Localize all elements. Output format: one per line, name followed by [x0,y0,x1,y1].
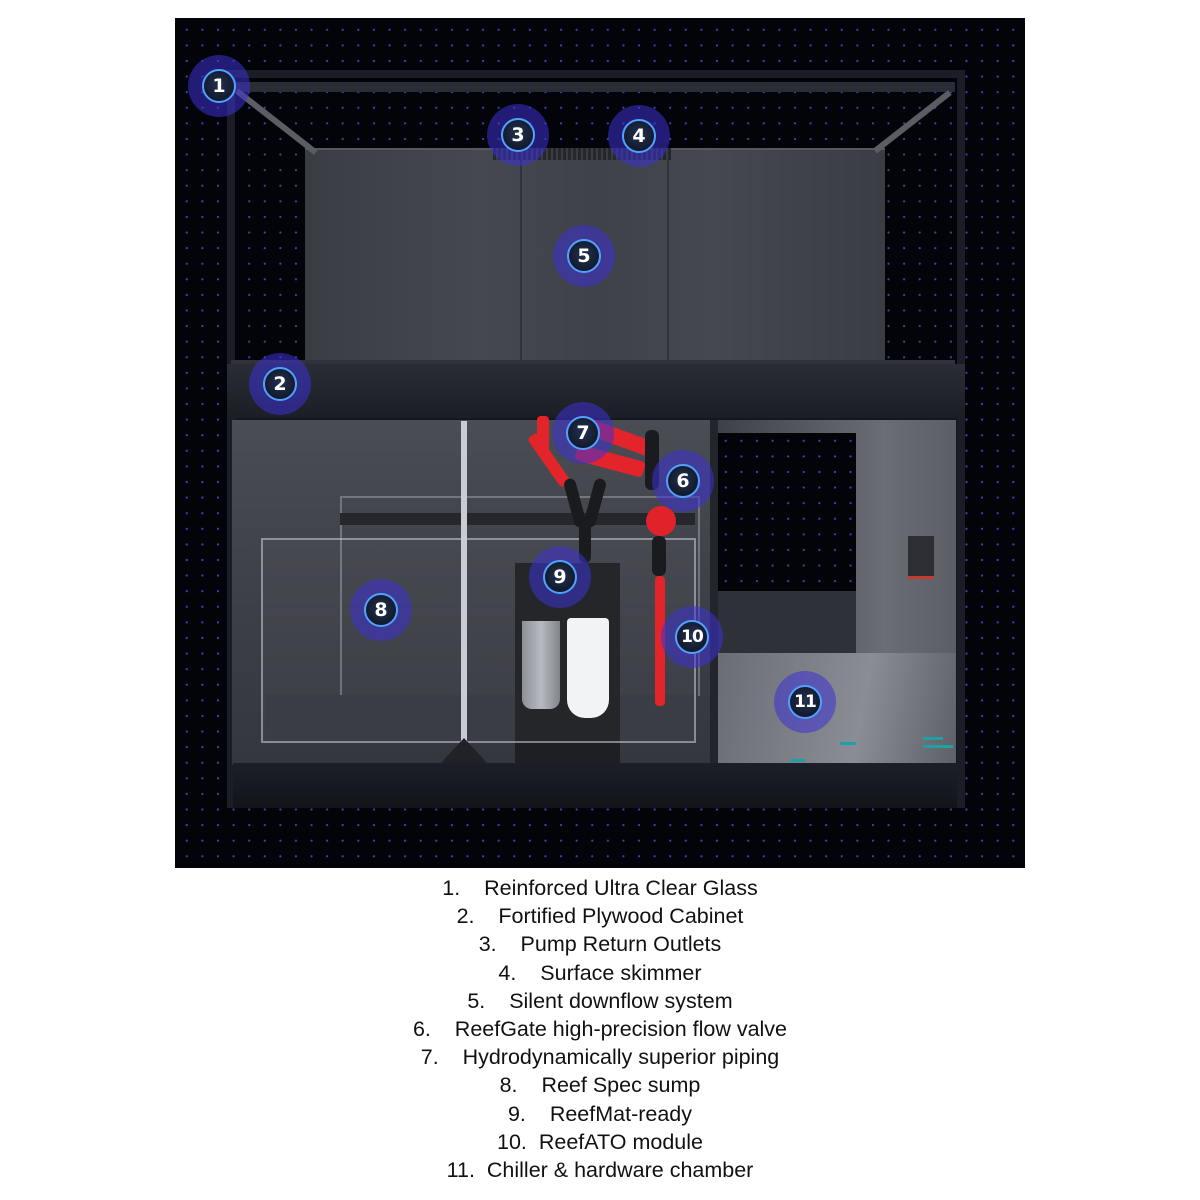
outer-frame [227,70,965,808]
drain-pipe-vertical [655,576,665,706]
legend-item-5: 5. Silent downflow system [0,987,1200,1015]
teal-accent [840,742,856,745]
overflow-seam-right [667,148,669,363]
callout-number: 10 [675,620,709,654]
hardware-bay-cutout [718,433,856,591]
cabinet-base [233,763,957,808]
valve-body [652,536,666,576]
callout-number: 4 [622,119,656,153]
legend-item-1: 1. Reinforced Ultra Clear Glass [0,874,1200,902]
teal-accent [923,737,943,740]
sump-back-outline [340,496,700,696]
callout-number: 2 [263,367,297,401]
callout-marker-7[interactable]: 7 [552,402,614,464]
legend-label: ReefGate high-precision flow valve [454,1017,788,1042]
legend-label: Fortified Plywood Cabinet [498,904,744,929]
legend-number: 5. [467,988,486,1013]
legend-number: 2. [456,904,475,929]
legend-label: ReefMat-ready [549,1101,693,1126]
legend-spacer [439,1045,463,1069]
sump-floor [265,695,695,741]
callout-number: 5 [567,239,601,273]
legend-spacer [460,876,484,900]
callout-marker-4[interactable]: 4 [608,105,670,167]
callout-marker-3[interactable]: 3 [487,104,549,166]
legend-label: ReefATO module [538,1129,703,1154]
legend-label: Reef Spec sump [541,1073,701,1098]
support-pole [461,421,467,763]
callout-number: 9 [543,560,577,594]
callout-number: 8 [364,593,398,627]
feature-legend: 1. Reinforced Ultra Clear Glass 2. Forti… [0,874,1200,1184]
callout-marker-9[interactable]: 9 [529,546,591,608]
legend-label: Reinforced Ultra Clear Glass [484,876,758,900]
legend-number: 8. [499,1073,518,1098]
callout-marker-1[interactable]: 1 [188,55,250,117]
legend-item-10: 10. ReefATO module [0,1128,1200,1156]
legend-spacer [497,932,521,956]
legend-number: 4. [498,960,517,985]
hardware-bay-floor [718,653,956,765]
callout-marker-10[interactable]: 10 [661,606,723,668]
callout-number: 1 [202,69,236,103]
callout-number: 7 [566,416,600,450]
legend-label: Silent downflow system [509,988,733,1013]
teal-accent [923,745,953,748]
aquarium-diagram: 1 2 3 4 5 6 7 8 9 10 11 [175,18,1025,868]
legend-item-6: 6. ReefGate high-precision flow valve [0,1015,1200,1043]
legend-spacer [431,1017,455,1041]
legend-item-4: 4. Surface skimmer [0,959,1200,987]
legend-item-7: 7. Hydrodynamically superior piping [0,1043,1200,1071]
callout-marker-11[interactable]: 11 [774,671,836,733]
legend-number: 9. [507,1101,526,1126]
legend-item-2: 2. Fortified Plywood Cabinet [0,902,1200,930]
legend-item-11: 11. Chiller & hardware chamber [0,1156,1200,1184]
callout-marker-5[interactable]: 5 [553,225,615,287]
hardware-bay-shelf [718,591,856,653]
teal-accent [790,759,805,762]
flow-valve-handle [646,506,676,536]
legend-spacer [475,1158,487,1182]
filter-cup [522,621,560,709]
sump-baffle [340,513,695,525]
glass-top-rail [233,82,955,92]
legend-label: Hydrodynamically superior piping [462,1045,780,1070]
callout-marker-6[interactable]: 6 [652,450,714,512]
legend-label: Surface skimmer [540,960,702,985]
callout-number: 6 [666,464,700,498]
legend-spacer [475,904,499,928]
legend-number: 11. [446,1158,475,1183]
callout-number: 11 [788,685,822,719]
legend-number: 1. [442,876,461,900]
callout-marker-2[interactable]: 2 [249,353,311,415]
legend-label: Pump Return Outlets [520,932,722,957]
legend-spacer [527,1130,539,1154]
legend-item-9: 9. ReefMat-ready [0,1100,1200,1128]
legend-item-3: 3. Pump Return Outlets [0,930,1200,958]
filter-sock [567,618,609,718]
legend-spacer [518,1073,542,1097]
bay-divider [710,420,718,765]
legend-spacer [526,1102,550,1126]
sump-front-outline [261,538,696,743]
support-pole-foot [441,738,487,763]
legend-number: 10. [497,1129,527,1154]
legend-item-8: 8. Reef Spec sump [0,1071,1200,1099]
legend-spacer [485,989,509,1013]
legend-number: 3. [478,932,497,957]
legend-label: Chiller & hardware chamber [486,1158,754,1183]
legend-number: 7. [420,1045,439,1070]
y-manifold-stem [579,518,591,563]
callout-number: 3 [501,118,535,152]
overflow-seam-left [520,148,522,363]
legend-spacer [516,961,540,985]
ato-controller-box [908,536,934,579]
callout-marker-8[interactable]: 8 [350,579,412,641]
legend-number: 6. [412,1017,431,1042]
